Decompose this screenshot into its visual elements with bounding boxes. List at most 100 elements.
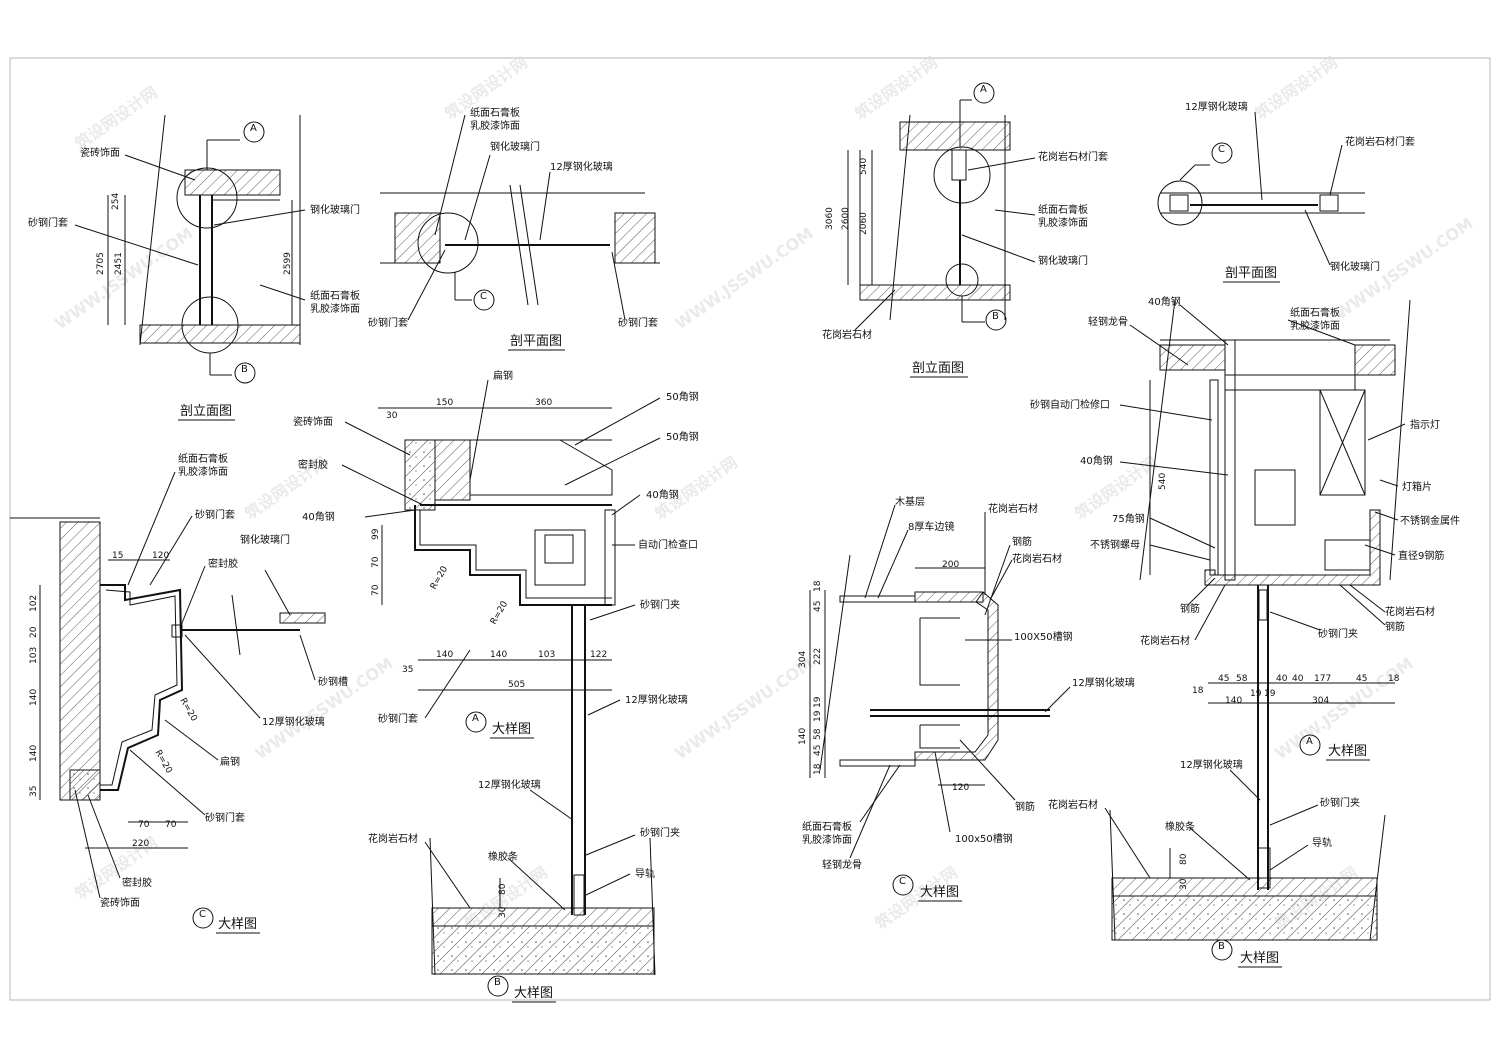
d9-label-40-angle-2: 40角钢 (1080, 454, 1113, 467)
d8-dim-200: 200 (942, 560, 959, 570)
d7-label-track: 导轨 (635, 867, 655, 880)
d8-dim-19a: 19 (813, 696, 823, 708)
d8-label-12mm-glass: 12厚钢化玻璃 (1072, 676, 1135, 689)
d9-label-40-angle-1: 40角钢 (1148, 295, 1181, 308)
d3-dim-2600: 2600 (841, 207, 851, 230)
d6-dim-360: 360 (535, 398, 552, 408)
d9-dim-40a: 40 (1276, 674, 1288, 684)
d8-dim-18b: 18 (813, 763, 823, 775)
d1-label-paint: 乳胶漆饰面 (310, 302, 360, 315)
drawing-section-plan-2: C 12厚钢化玻璃 花岗岩石材门套 钢化玻璃门 剖平面图 (1157, 100, 1415, 283)
drawing-detail-b-2: 80 30 12厚钢化玻璃 花岗岩石材 砂钢门夹 橡胶条 导轨 B 大样图 (1048, 758, 1386, 968)
drawing-section-elevation-1: A B 254 2705 2451 2599 瓷砖饰面 砂钢门套 钢化玻璃门 纸… (28, 114, 360, 421)
d5-label-glass-door: 钢化玻璃门 (240, 533, 290, 546)
d5-dim-35: 35 (29, 786, 39, 797)
d5-title: 大样图 (218, 917, 257, 932)
drawing-section-elevation-2: A B 3060 2600 540 2060 花岗岩石材门套 纸面石膏板 乳胶漆… (822, 82, 1108, 378)
d9-label-clamp: 砂钢门夹 (1318, 627, 1358, 640)
d6-marker-a: A (472, 713, 479, 724)
d5-dim-15: 15 (112, 551, 123, 561)
d3-marker-a: A (980, 84, 987, 95)
d8-dim-18a: 18 (813, 580, 823, 592)
d5-dim-140a: 140 (29, 689, 39, 706)
d2-label-frame-right: 砂钢门套 (618, 316, 658, 329)
watermark-6: 筑设网设计网 (651, 453, 741, 524)
d6-dim-35: 35 (402, 665, 413, 675)
d7-dim-80: 80 (498, 883, 508, 895)
d3-title: 剖立面图 (912, 361, 964, 376)
d8-title: 大样图 (920, 885, 959, 900)
watermark-url-5: WWW.JSSWU.COM (671, 654, 816, 764)
d8-marker-c: C (899, 876, 906, 887)
d6-dim-122: 122 (590, 650, 607, 660)
d6-dim-30: 30 (386, 411, 398, 421)
d9-dim-177: 177 (1314, 674, 1331, 684)
d7-label-rubber: 橡胶条 (488, 850, 518, 863)
d6-dim-70a: 70 (371, 556, 381, 568)
drawing-section-plan-1: C 纸面石膏板 乳胶漆饰面 钢化玻璃门 12厚钢化玻璃 砂钢门套 砂钢门套 剖平… (368, 106, 660, 351)
d9-dim-45b: 45 (1356, 674, 1367, 684)
drawing-detail-a-1: 30 150 360 99 70 70 140 140 103 122 35 5… (293, 369, 699, 916)
d5-marker-c: C (199, 909, 206, 920)
d10-label-12mm-glass: 12厚钢化玻璃 (1180, 758, 1243, 771)
d10-label-track: 导轨 (1312, 836, 1332, 849)
d5-dim-220: 220 (132, 839, 149, 849)
d5-label-frame-2: 砂钢门套 (205, 811, 245, 824)
d9-label-keel: 轻钢龙骨 (1088, 315, 1128, 328)
d6-radius-2: R=20 (489, 599, 510, 626)
drawing-detail-a-2: 540 45 58 40 40 177 45 18 18 19 19 140 3… (1030, 295, 1460, 890)
d9-label-rebar-9: 直径9钢筋 (1398, 549, 1444, 562)
d8-dim-140: 140 (798, 728, 808, 745)
d8-label-gypsum: 纸面石膏板 (802, 820, 852, 833)
d9-dim-45a: 45 (1218, 674, 1229, 684)
d6-dim-103: 103 (538, 650, 555, 660)
d5-label-tile: 瓷砖饰面 (100, 896, 140, 909)
d8-dim-19b: 19 (813, 710, 823, 722)
d2-label-glass-door: 钢化玻璃门 (490, 140, 540, 153)
watermark-url-1: WWW.JSSWU.COM (51, 224, 196, 334)
d1-dim-2705: 2705 (96, 252, 106, 275)
d9-dim-19b: 19 (1264, 689, 1276, 699)
d6-label-inspection: 自动门检查口 (638, 538, 698, 551)
d5-label-frame: 砂钢门套 (195, 508, 235, 521)
d5-radius-2: R=20 (152, 749, 173, 776)
d8-dim-222: 222 (813, 648, 823, 665)
d10-dim-30: 30 (1179, 878, 1189, 890)
d2-title: 剖平面图 (510, 334, 562, 349)
drawing-detail-c-1: 15 120 102 20 103 140 140 35 70 70 220 R… (10, 452, 348, 934)
d1-label-door-frame: 砂钢门套 (28, 216, 68, 229)
d9-label-paint: 乳胶漆饰面 (1290, 319, 1340, 332)
d8-dim-45b: 45 (813, 745, 823, 756)
d6-label-12mm-glass: 12厚钢化玻璃 (625, 693, 688, 706)
d3-label-granite-frame: 花岗岩石材门套 (1038, 150, 1108, 163)
d6-label-50-angle-2: 50角钢 (666, 430, 699, 443)
d1-dim-2599: 2599 (283, 252, 293, 275)
d3-label-granite: 花岗岩石材 (822, 328, 872, 341)
d9-dim-58: 58 (1236, 674, 1248, 684)
d5-label-sealant-2: 密封胶 (122, 876, 152, 889)
d8-label-granite-2: 花岗岩石材 (1012, 552, 1062, 565)
d7-title: 大样图 (514, 986, 553, 1001)
d9-dim-540: 540 (1158, 473, 1168, 490)
d6-label-sealant: 密封胶 (298, 458, 328, 471)
d8-label-mirror: 8厚车边镜 (908, 520, 954, 533)
d4-label-granite-frame: 花岗岩石材门套 (1345, 135, 1415, 148)
d8-label-rebar-2: 钢筋 (1015, 800, 1035, 813)
d9-dim-18b: 18 (1388, 674, 1400, 684)
d2-label-12mm-glass: 12厚钢化玻璃 (550, 160, 613, 173)
d6-dim-150: 150 (436, 398, 453, 408)
d10-dim-80: 80 (1179, 853, 1189, 865)
d3-marker-b: B (992, 311, 999, 322)
d5-label-12mm-glass: 12厚钢化玻璃 (262, 715, 325, 728)
d3-dim-540: 540 (859, 158, 869, 175)
d1-title: 剖立面图 (180, 404, 232, 419)
d10-label-clamp: 砂钢门夹 (1320, 796, 1360, 809)
d3-dim-3060: 3060 (825, 207, 835, 230)
d8-label-paint: 乳胶漆饰面 (802, 833, 852, 846)
d5-label-paint: 乳胶漆饰面 (178, 465, 228, 478)
d3-label-gypsum: 纸面石膏板 (1038, 203, 1088, 216)
d6-dim-140a: 140 (436, 650, 453, 660)
watermark-1: 筑设网设计网 (71, 83, 161, 154)
d9-label-indicator: 指示灯 (1410, 418, 1440, 431)
